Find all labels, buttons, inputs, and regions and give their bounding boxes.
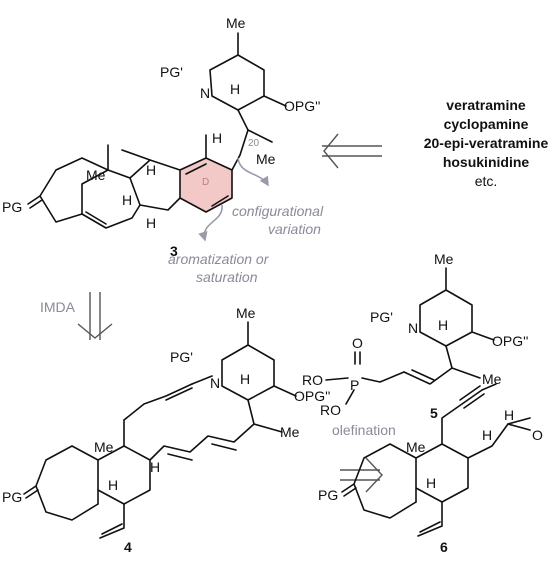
c3-h3: H [146,215,156,231]
compound-6-structure [341,383,531,537]
c3-nitrogen: N [200,85,210,101]
target-epi-veratramine: 20-epi-veratramine [424,135,549,151]
retro-arrow-imda [77,292,113,340]
c3-h2: H [146,162,156,178]
compound-3-structure [27,32,287,229]
c5-h: H [438,317,448,333]
target-veratramine: veratramine [446,97,526,113]
c4-nitrogen: N [210,375,220,391]
target-hosukinidine: hosukinidine [443,154,530,170]
c3-position-20: 20 [248,138,260,149]
c5-phosphorus: P [350,377,359,393]
c3-h-ring: H [212,130,222,146]
note-variation: variation [268,221,321,237]
c5-ro1: RO [302,372,323,388]
c4-me-top: Me [236,305,256,321]
compound-3-number: 3 [170,243,178,259]
c3-h-pip: H [230,81,240,97]
aromatization-arrow [198,204,223,242]
c5-ro2: RO [320,402,341,418]
note-saturation: saturation [196,269,258,285]
c4-opg: OPG'' [294,388,330,404]
note-aromatization: aromatization or [168,251,270,267]
targets-etc: etc. [475,173,498,189]
c5-pg-prime: PG' [370,309,393,325]
c4-h-pip: H [240,371,250,387]
c3-pg-prime: PG' [160,64,183,80]
compound-5-structure [325,267,495,405]
c4-h2: H [150,459,160,475]
retro-arrow-targets [322,133,382,169]
c5-opg: OPG'' [492,333,528,349]
c6-h1: H [426,475,436,491]
c4-pg-eq: PG [2,489,22,505]
note-configurational: configurational [232,203,324,219]
c6-oxygen: O [532,427,543,443]
c4-me-angular: Me [94,439,114,455]
olefination-label: olefination [332,422,396,438]
c4-me-side: Me [280,424,300,440]
c3-me-top: Me [226,15,246,31]
c5-oxygen: O [352,335,363,351]
c3-opg: OPG'' [284,98,320,114]
c3-pg-eq: PG [2,199,22,215]
c6-pg-eq: PG [318,487,338,503]
compound-5-number: 5 [430,405,438,421]
compound-4-structure [23,321,297,539]
compound-6-number: 6 [440,539,448,555]
c5-nitrogen: N [408,320,418,336]
c3-h1: H [122,192,132,208]
config-arrow [237,157,269,187]
imda-label: IMDA [40,299,76,315]
c6-h2: H [482,427,492,443]
ring-d-highlight [180,158,232,212]
c3-ring-d-label: D [202,177,209,188]
c4-pg-prime: PG' [170,349,193,365]
c6-me: Me [406,439,426,455]
c5-me-top: Me [434,251,454,267]
c3-me-angular: Me [86,167,106,183]
c3-me-side: Me [256,151,276,167]
c6-h-aldehyde: H [504,407,514,423]
retro-arrow-olefination [340,457,383,493]
target-cyclopamine: cyclopamine [444,116,529,132]
c4-h1: H [108,477,118,493]
compound-4-number: 4 [124,539,132,555]
c5-me-side: Me [482,371,502,387]
